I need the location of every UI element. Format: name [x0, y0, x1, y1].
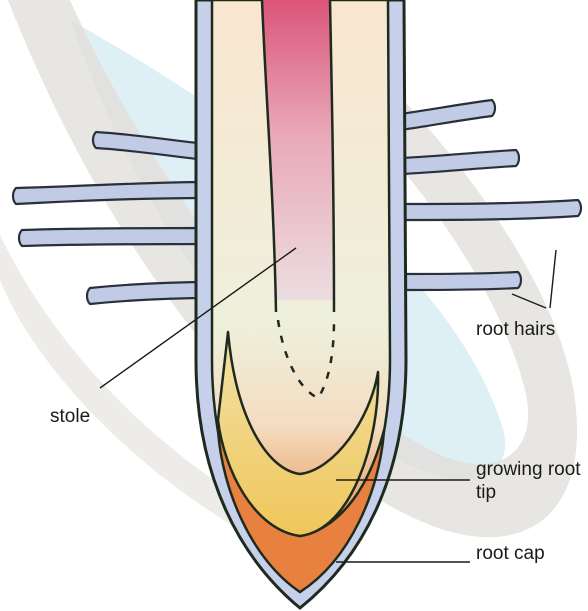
label-root-hairs: root hairs — [476, 318, 555, 341]
root-hair — [400, 100, 495, 130]
label-growing-root-tip: growing root tip — [476, 458, 586, 504]
leader-root-hair-1 — [550, 250, 556, 308]
label-root-cap: root cap — [476, 542, 545, 565]
root-hair — [404, 200, 581, 220]
root-hair — [406, 272, 521, 290]
label-stole: stole — [50, 405, 90, 428]
root-hair — [19, 228, 210, 246]
